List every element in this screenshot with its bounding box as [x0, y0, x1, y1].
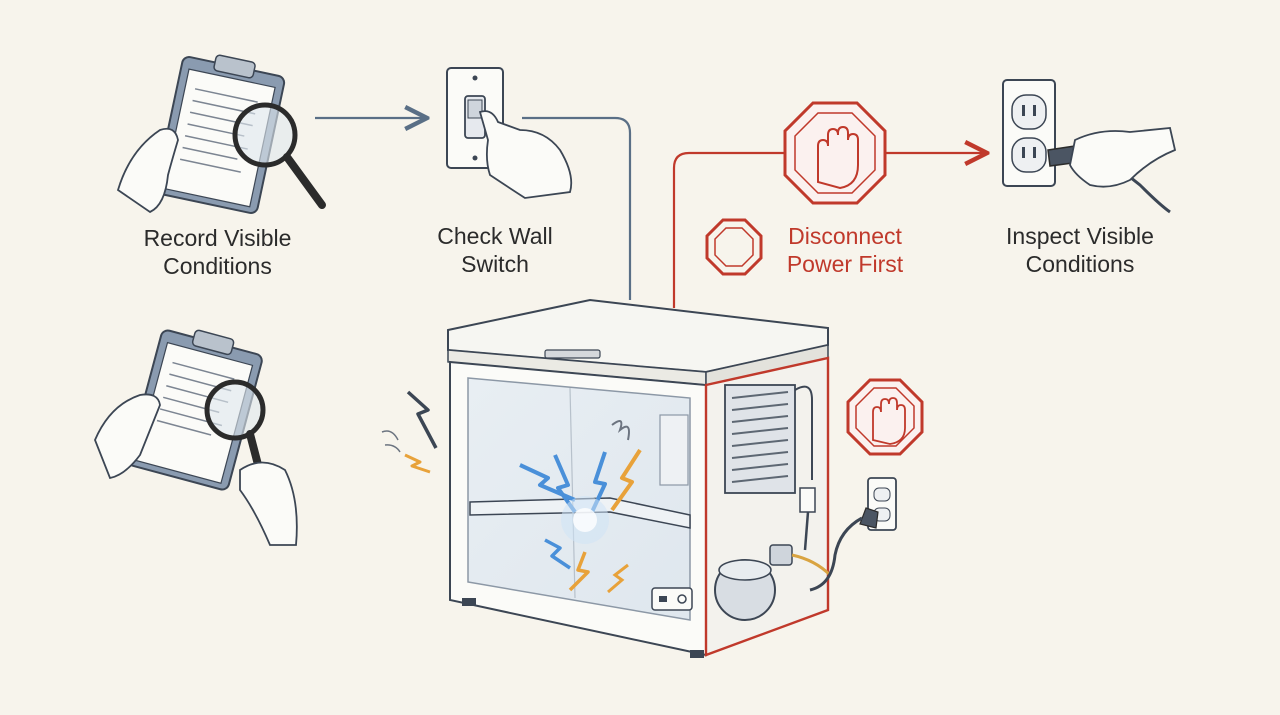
step-label-record-visible-conditions: Record Visible Conditions — [143, 225, 292, 279]
step-label-disconnect-power-first: Disconnect Power First — [786, 223, 904, 277]
outlet-plug-icon — [1002, 79, 1177, 214]
stop-octagon-icon — [705, 218, 763, 276]
compressor-icon — [714, 544, 832, 621]
wall-switch-icon — [446, 67, 573, 199]
connector-freezer-to-disconnect — [672, 151, 785, 308]
outlet-plug-icon — [799, 477, 897, 592]
step-label-check-wall-switch: Check Wall Switch — [437, 223, 553, 277]
stop-hand-icon — [846, 378, 924, 456]
clipboard-magnifier-icon — [116, 54, 326, 214]
condenser-coil-icon — [724, 384, 813, 494]
step-label-inspect-visible-conditions: Inspect Visible Conditions — [1006, 223, 1154, 277]
stop-hand-icon — [783, 101, 887, 205]
clipboard-magnifier-icon — [94, 329, 298, 546]
electrical-spark-icon — [381, 390, 438, 474]
connector-switch-to-freezer — [522, 116, 632, 300]
electrical-spark-icon — [519, 420, 642, 594]
